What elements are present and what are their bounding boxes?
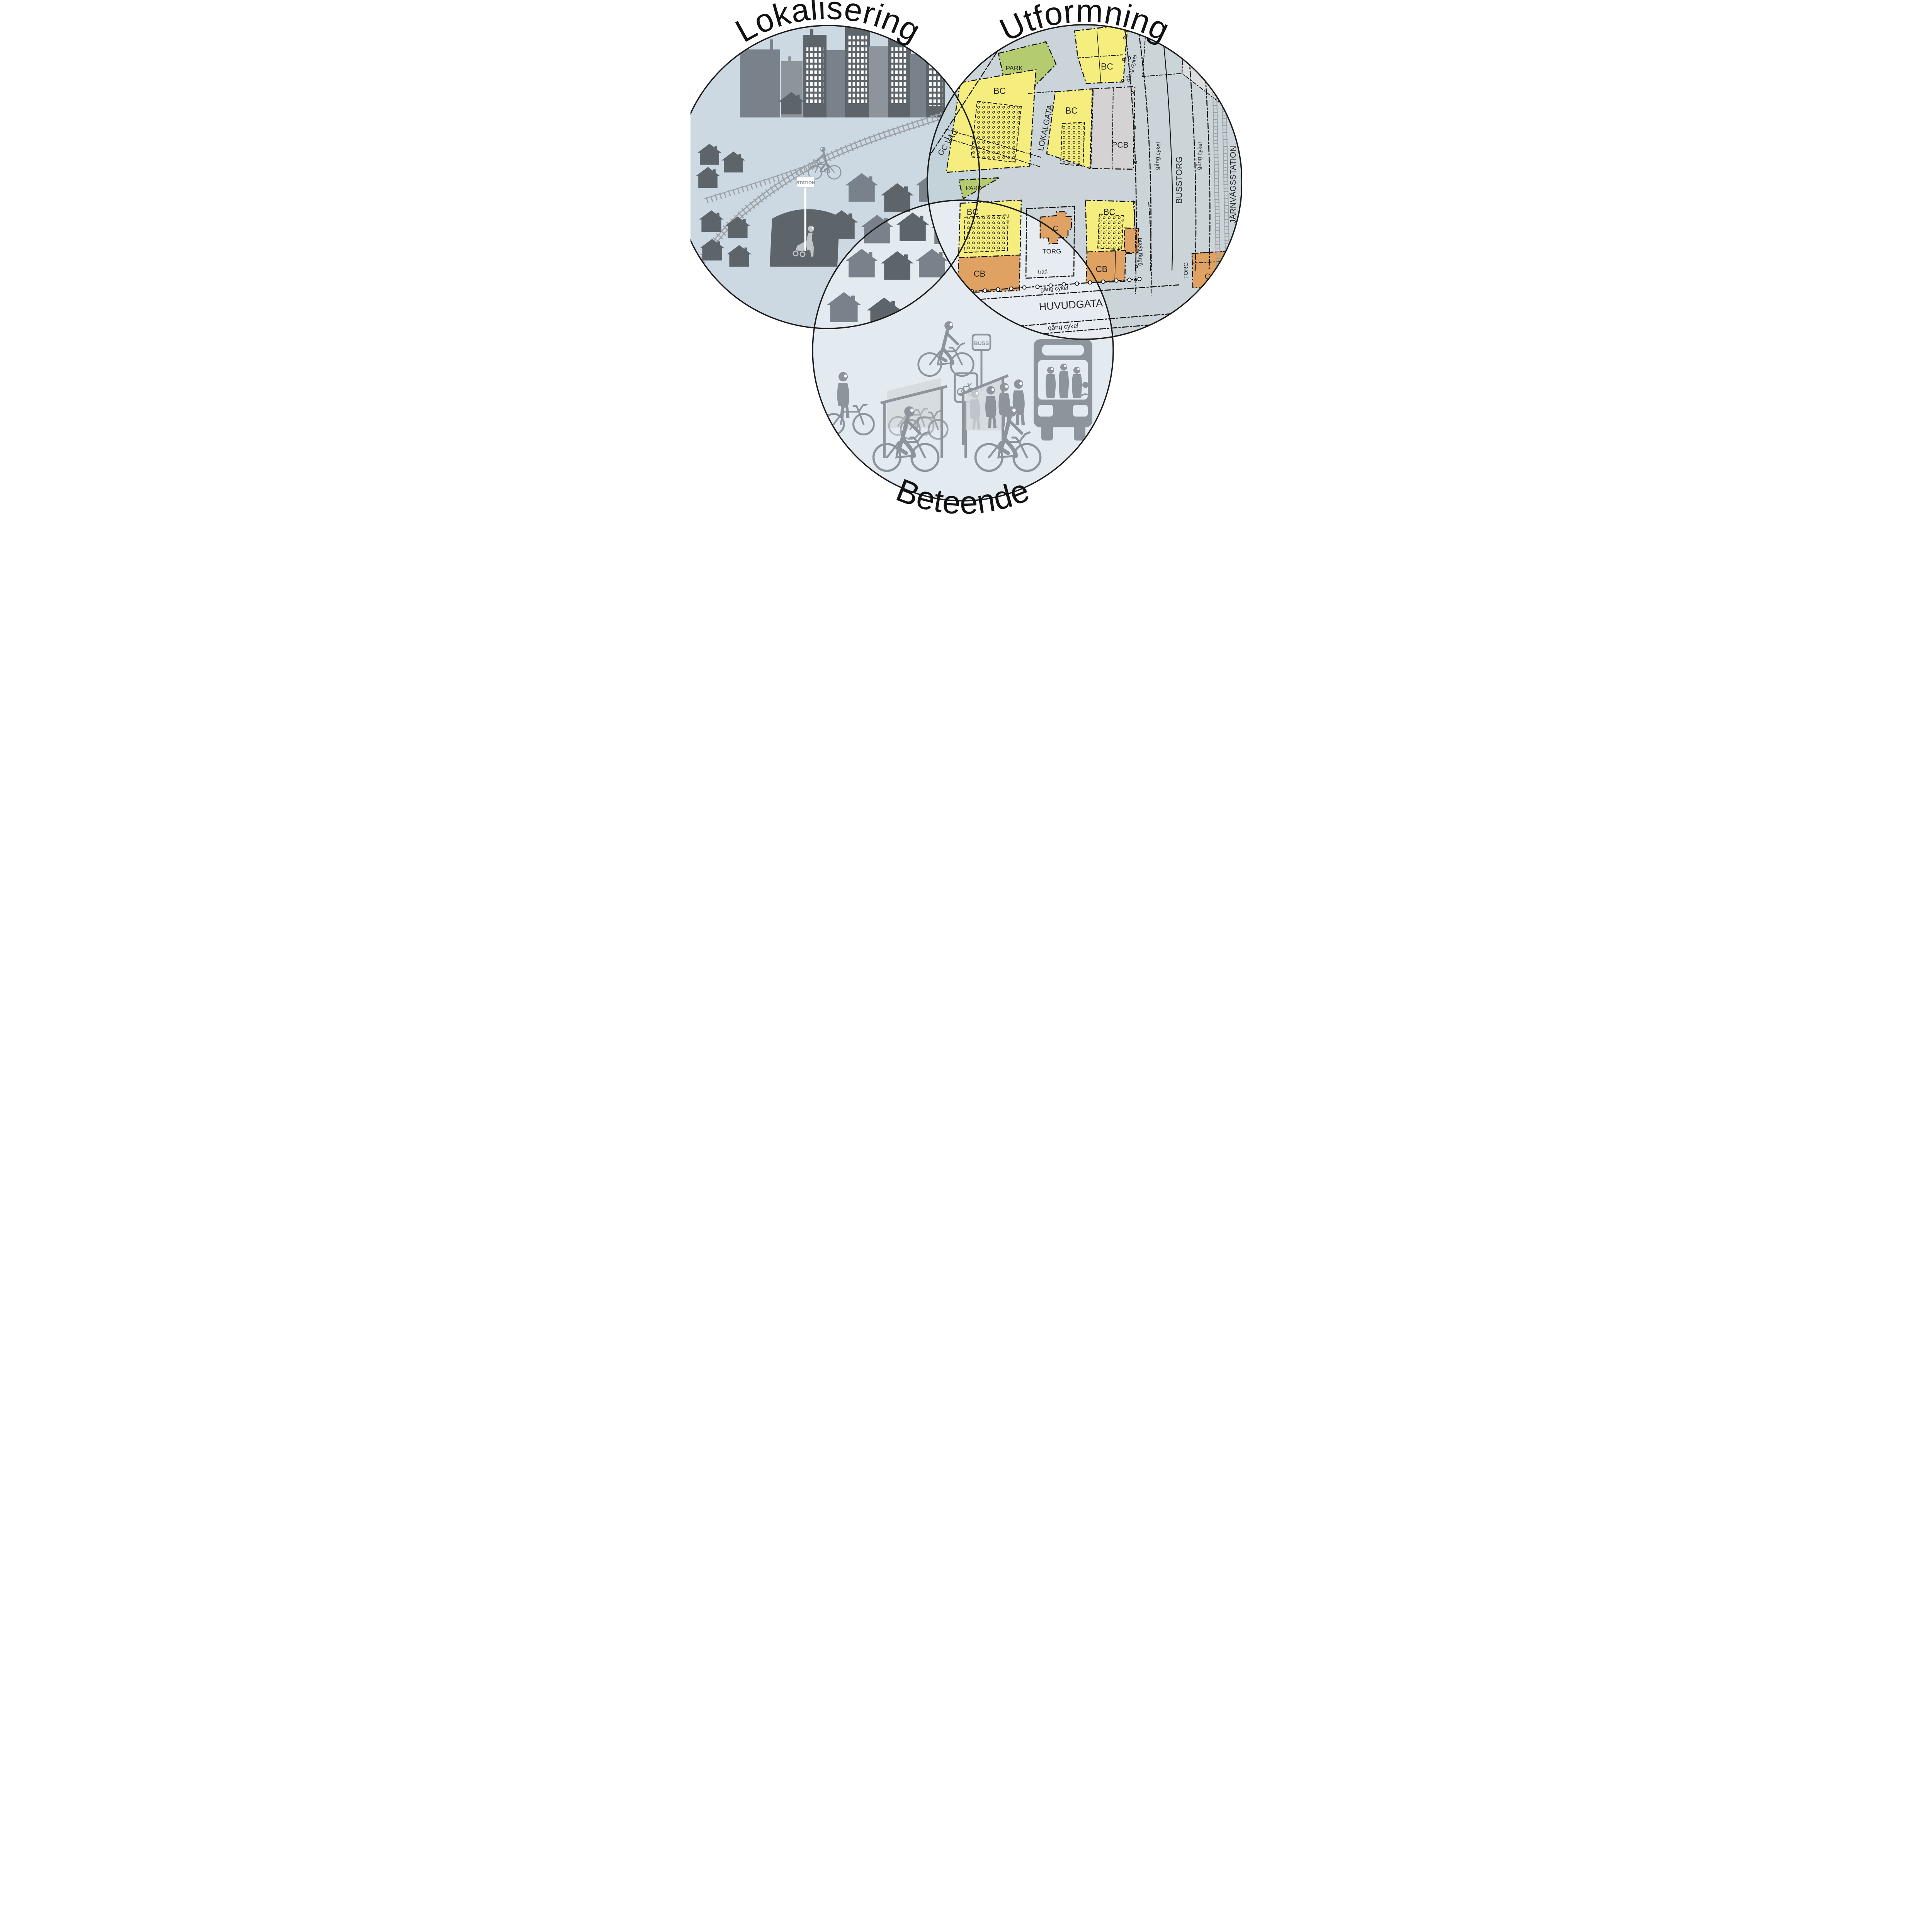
zone-cb-lower-left-label: CB (973, 269, 985, 279)
zone-bc-lower-left-courtyard (963, 214, 1009, 253)
street-jarnvagsstation-label: JÄRNVÄGSSTATION (1229, 146, 1238, 223)
bus-icon (1033, 339, 1092, 440)
zone-bc-mid-label: BC (1065, 105, 1078, 116)
zone-torg-center-outline (1025, 206, 1075, 279)
zone-bc-mid-courtyard (1060, 121, 1085, 167)
circle-beteende-outline (811, 199, 1114, 502)
venn-circle-outlines (690, 24, 1242, 502)
street-busstorg-label: BUSSTORG (1174, 156, 1184, 204)
venn-diagram: STATION (690, 0, 1242, 521)
circle-lokalisering-outline (690, 25, 980, 329)
circle-beteende-content: BUSS (823, 321, 1092, 471)
zone-bc-top-label: BC (1101, 61, 1113, 71)
bike-shelter (880, 378, 948, 458)
station-sign-label: STATION (796, 181, 815, 185)
zone-torg-center-label: TORG (1042, 248, 1061, 255)
buss-sign: BUSS (971, 333, 991, 391)
zone-park-top-label: PARK (1005, 65, 1023, 72)
zone-cb-lower-right-label: CB (1095, 264, 1107, 274)
venn-diagram-page: STATION (690, 0, 1242, 523)
zone-orange-right-small (1123, 227, 1139, 253)
bus-passengers (1045, 364, 1092, 399)
path-gang-cykel-right3-label: gång cykel (1136, 238, 1143, 266)
zone-pcb-label: PCB (1112, 141, 1128, 150)
zone-bc-lower-right-label: BC (1103, 207, 1115, 217)
circle-utformning-outline (926, 24, 1242, 340)
path-gang-cykel-trad-label: gång cykel (1040, 285, 1068, 293)
zone-cb-lower-right (1085, 250, 1126, 284)
zone-bc-upper-left-courtyard (970, 100, 1022, 163)
buss-sign-label: BUSS (974, 340, 989, 346)
zone-c-center (1039, 211, 1072, 245)
zone-pcb (1090, 86, 1135, 170)
street-trad-label: träd (1037, 269, 1048, 276)
venn-titles: Lokalisering Utformning Beteende (729, 0, 1175, 521)
zoning-map: PARK BC BC BC PCB PARK BC CB C T (927, 25, 1242, 339)
zone-bc-upper-left-label: BC (993, 86, 1006, 96)
zone-park-small-label: PARK (966, 185, 982, 192)
path-gang-cykel-right2-label: gång cykel (1196, 142, 1204, 170)
path-gang-cykel-right1-label: gång cykel (1153, 142, 1162, 170)
map-overlap-beteende-tint (927, 200, 1113, 339)
zone-bc-lower-right-courtyard (1097, 213, 1124, 250)
zone-bc-top (1074, 25, 1128, 84)
zone-torg-station-label: TORG (1183, 262, 1189, 279)
zone-cb-lower-left (957, 254, 1020, 294)
station-sign: STATION (796, 176, 815, 251)
